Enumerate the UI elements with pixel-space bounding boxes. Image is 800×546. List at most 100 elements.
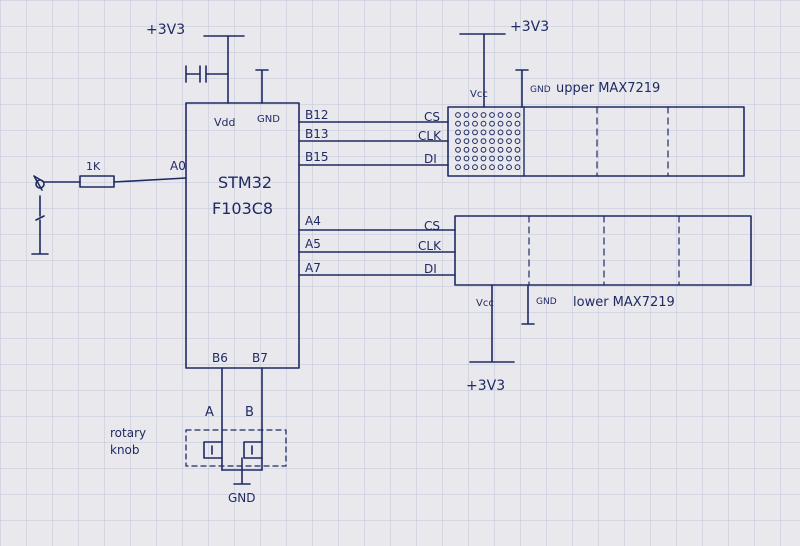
- led-dot: [480, 138, 487, 145]
- stm32-name-line2: F103C8: [212, 199, 273, 218]
- led-dot: [480, 120, 487, 127]
- led-dot: [497, 129, 504, 136]
- led-dot: [463, 129, 470, 136]
- pin-b12-label: B12: [305, 108, 329, 122]
- upper-led-dots: [455, 112, 521, 171]
- lower-supply-label: +3V3: [466, 378, 505, 394]
- led-dot: [480, 112, 487, 118]
- led-dot: [480, 146, 487, 153]
- a0-wire: [113, 177, 187, 183]
- mcu-power-net: +3V3: [146, 22, 269, 104]
- led-dot: [514, 112, 521, 118]
- led-dot: [480, 164, 487, 171]
- led-dot: [472, 138, 478, 145]
- lower-vcc-label: Vcc: [476, 298, 494, 309]
- pin-b6-label: B6: [212, 351, 228, 365]
- led-dot: [463, 155, 470, 162]
- led-dot: [497, 112, 504, 118]
- led-dot: [489, 129, 495, 136]
- led-dot: [489, 164, 495, 171]
- vdd-pin-label: Vdd: [214, 116, 236, 129]
- led-dot: [497, 164, 504, 171]
- encoder-label-line1: rotary: [110, 426, 146, 440]
- stm32-chip: STM32 F103C8 Vdd GND A0 B12 B13 B15 A4 A…: [170, 102, 329, 369]
- lower-clk-label: CLK: [418, 239, 442, 253]
- led-dot: [497, 138, 504, 145]
- a0-pin-label: A0: [170, 159, 186, 173]
- upper-gnd-label: GND: [530, 85, 551, 95]
- led-dot: [455, 112, 461, 118]
- pin-b15-label: B15: [305, 150, 329, 164]
- analog-input: 1K: [31, 160, 187, 255]
- led-dot: [463, 138, 470, 145]
- pin-b7-label: B7: [252, 351, 268, 365]
- stm32-name-line1: STM32: [218, 173, 272, 192]
- pin-a5-label: A5: [305, 237, 321, 251]
- encoder-outline: [185, 429, 287, 467]
- upper-gnd-wire: [515, 69, 529, 108]
- stm32-body: [185, 102, 300, 369]
- led-dot: [455, 146, 461, 153]
- rotary-encoder: A B rotary knob GND: [110, 367, 287, 505]
- led-dot: [472, 146, 478, 153]
- decoupling-capacitor: [185, 65, 229, 83]
- upper-vcc-label: Vcc: [470, 89, 488, 100]
- led-dot: [489, 138, 495, 145]
- lower-vcc-wire: [469, 284, 515, 363]
- led-dot: [514, 138, 521, 145]
- lower-spi-bus: [298, 229, 456, 276]
- led-dot: [489, 120, 495, 127]
- led-dot: [472, 112, 478, 118]
- led-dot: [506, 112, 512, 118]
- led-dot: [497, 146, 504, 153]
- input-terminal: [35, 179, 45, 189]
- lower-di-label: DI: [424, 262, 437, 276]
- resistor-value-label: 1K: [86, 160, 101, 173]
- pot-wiper: [31, 195, 49, 255]
- upper-supply-label: +3V3: [510, 19, 549, 35]
- led-dot: [514, 164, 521, 171]
- pin-a4-label: A4: [305, 214, 321, 228]
- led-dot: [514, 146, 521, 153]
- lower-gnd-label: GND: [536, 297, 557, 307]
- led-dot: [472, 129, 478, 136]
- led-dot: [506, 129, 512, 136]
- upper-clk-label: CLK: [418, 129, 442, 143]
- led-dot: [489, 155, 495, 162]
- encoder-switch-a: [203, 441, 223, 459]
- led-dot: [497, 155, 504, 162]
- gnd-pin-label: GND: [257, 114, 280, 125]
- led-dot: [480, 129, 487, 136]
- led-dot: [463, 146, 470, 153]
- upper-display-body: [447, 106, 745, 177]
- led-dot: [506, 146, 512, 153]
- top-left-supply-label: +3V3: [146, 22, 185, 38]
- led-dot: [506, 155, 512, 162]
- upper-display-title: upper MAX7219: [556, 81, 660, 96]
- led-dot: [463, 120, 470, 127]
- led-dot: [463, 164, 470, 171]
- led-dot: [472, 155, 478, 162]
- led-dot: [455, 155, 461, 162]
- lower-cs-label: CS: [424, 219, 440, 233]
- led-dot: [463, 112, 470, 118]
- led-dot: [497, 120, 504, 127]
- lower-display-title: lower MAX7219: [573, 295, 675, 310]
- led-dot: [472, 120, 478, 127]
- led-dot: [472, 164, 478, 171]
- encoder-gnd-wire: [221, 457, 263, 485]
- pin-a7-label: A7: [305, 261, 321, 275]
- led-dot: [489, 146, 495, 153]
- encoder-switch-b: [243, 441, 263, 459]
- upper-spi-bus: [298, 121, 449, 166]
- pin-b13-label: B13: [305, 127, 329, 141]
- led-dot: [506, 120, 512, 127]
- led-dot: [455, 164, 461, 171]
- encoder-pin-a-label: A: [205, 405, 214, 420]
- led-dot: [514, 129, 521, 136]
- upper-di-label: DI: [424, 152, 437, 166]
- lower-display-body: [454, 215, 752, 286]
- lower-gnd-wire: [521, 284, 535, 325]
